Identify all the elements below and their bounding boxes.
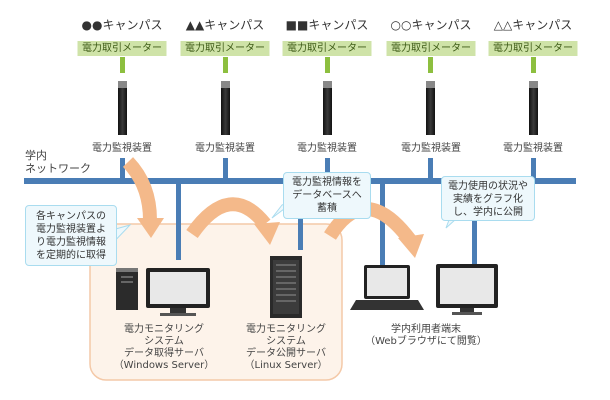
caption-line: データ公開サーバ: [246, 348, 326, 359]
laptop-icon: [350, 265, 424, 310]
device-label-5: 電力監視装置: [503, 143, 563, 154]
network-label: 学内 ネットワーク: [25, 149, 91, 175]
acquire-monitor-icon: [146, 268, 210, 316]
meter-label-3: 電力取引メーター: [282, 41, 372, 56]
meter-label-2: 電力取引メーター: [180, 41, 270, 56]
flow-arrows: [122, 157, 424, 258]
campus-1-label: ●●キャンパス: [81, 18, 163, 32]
device-label-2: 電力監視装置: [195, 143, 255, 154]
bubble-collect-line: 電力監視装置よ: [36, 224, 106, 235]
bubble-store-line: データベースへ: [292, 190, 362, 201]
network-label-line2: ネットワーク: [25, 162, 91, 176]
caption-line: システム: [266, 336, 306, 347]
campus-4-label: ○○キャンパス: [390, 18, 472, 32]
bubble-publish-line: 電力使用の状況や: [448, 181, 528, 192]
monitoring-devices: [118, 81, 538, 135]
caption-line: （Linux Server）: [244, 360, 328, 371]
user-terminal-caption: 学内利用者端末 （Webブラウザにて閲覧）: [365, 324, 487, 348]
bubble-store-line: 電力監視情報を: [292, 177, 362, 188]
campus-2-label: ▲▲キャンパス: [185, 18, 265, 32]
meter-label-4: 電力取引メーター: [386, 41, 476, 56]
caption-line: （Windows Server）: [113, 360, 215, 371]
bubble-publish-line: し、学内に公開: [453, 207, 523, 218]
acquire-server-icon: [116, 268, 138, 310]
meter-label-5: 電力取引メーター: [488, 41, 578, 56]
meter-label-1: 電力取引メーター: [77, 41, 167, 56]
campus-5-label: △△キャンパス: [493, 18, 573, 32]
bubble-collect: 各キャンパスの 電力監視装置よ り電力監視情報 を定期的に取得: [25, 205, 117, 266]
caption-line: 電力モニタリング: [245, 324, 326, 335]
caption-line: （Webブラウザにて閲覧）: [365, 336, 487, 347]
bubble-store: 電力監視情報を データベースへ 蓄積: [283, 172, 371, 219]
device-label-4: 電力監視装置: [401, 143, 461, 154]
network-label-line1: 学内: [25, 149, 47, 162]
caption-line: データ取得サーバ: [124, 348, 204, 359]
acquire-server-caption: 電力モニタリング システム データ取得サーバ （Windows Server）: [114, 324, 215, 372]
device-label-3: 電力監視装置: [297, 143, 357, 154]
bubble-publish: 電力使用の状況や 実績をグラフ化 し、学内に公開: [441, 176, 535, 221]
bubble-publish-line: 実績をグラフ化: [453, 194, 523, 205]
bubble-collect-line: を定期的に取得: [36, 250, 106, 261]
device-label-1: 電力監視装置: [92, 143, 152, 154]
bubble-store-line: 蓄積: [317, 203, 337, 214]
bubble-collect-line: 各キャンパスの: [36, 211, 106, 222]
caption-line: システム: [144, 336, 184, 347]
user-monitor-icon: [436, 264, 498, 315]
meter-connectors: [120, 57, 536, 73]
caption-line: 学内利用者端末: [391, 324, 461, 335]
public-server-icon: [270, 256, 302, 318]
campus-3-label: ■■キャンパス: [285, 18, 369, 32]
caption-line: 電力モニタリング: [124, 324, 204, 335]
public-server-caption: 電力モニタリング システム データ公開サーバ （Linux Server）: [245, 324, 328, 372]
bubble-collect-line: り電力監視情報: [36, 237, 106, 248]
